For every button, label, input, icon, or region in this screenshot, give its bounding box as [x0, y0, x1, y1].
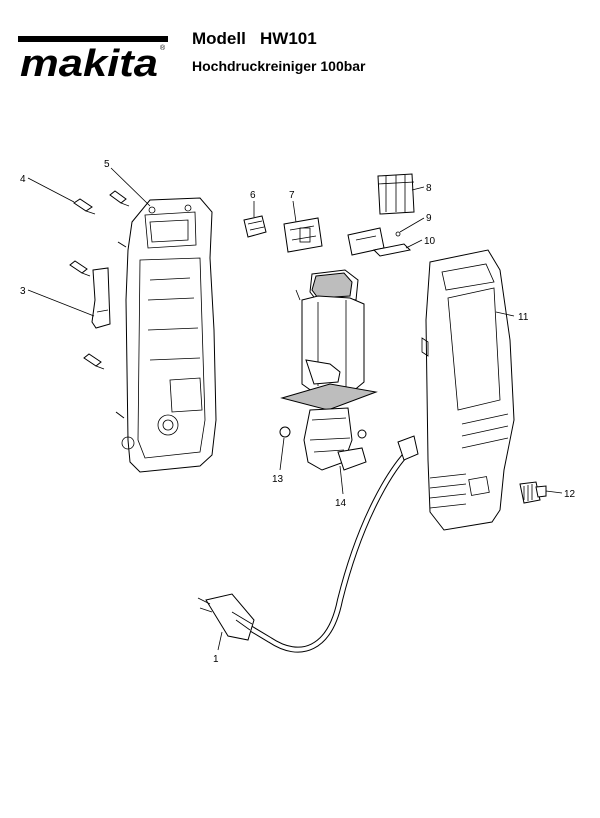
callout-11: 11 [518, 312, 529, 323]
callout-7: 7 [289, 190, 295, 201]
makita-logo: makita ® [18, 36, 168, 80]
callout-12: 12 [564, 489, 576, 500]
callout-4: 4 [20, 174, 26, 185]
callout-5: 5 [104, 159, 110, 170]
callout-14: 14 [335, 498, 347, 509]
front-housing [421, 249, 515, 531]
rear-housing [121, 197, 217, 473]
svg-text:makita: makita [20, 43, 158, 80]
hose-connector [519, 481, 547, 504]
switch-housing [283, 217, 323, 253]
screws [69, 190, 130, 419]
power-cable [197, 435, 419, 653]
model-prefix: Modell [192, 29, 246, 48]
switch-part [243, 215, 267, 238]
leader-lines [27, 167, 563, 651]
callout-6: 6 [250, 190, 256, 201]
callout-1: 1 [213, 654, 219, 665]
svg-text:®: ® [160, 44, 166, 52]
motor-pump-assembly [279, 269, 378, 471]
callout-13: 13 [272, 474, 284, 485]
hose-hook [91, 267, 111, 329]
model-number: HW101 [260, 29, 317, 48]
model-line: Modell HW101 [192, 29, 317, 49]
callout-3: 3 [20, 286, 26, 297]
callout-10: 10 [424, 236, 436, 247]
capacitor-block [377, 173, 415, 215]
callout-labels: 4 5 3 6 7 8 9 10 11 12 13 14 1 [20, 159, 576, 665]
callout-8: 8 [426, 183, 432, 194]
callout-9: 9 [426, 213, 432, 224]
mount-plate [347, 227, 412, 257]
product-subtitle: Hochdruckreiniger 100bar [192, 58, 366, 74]
